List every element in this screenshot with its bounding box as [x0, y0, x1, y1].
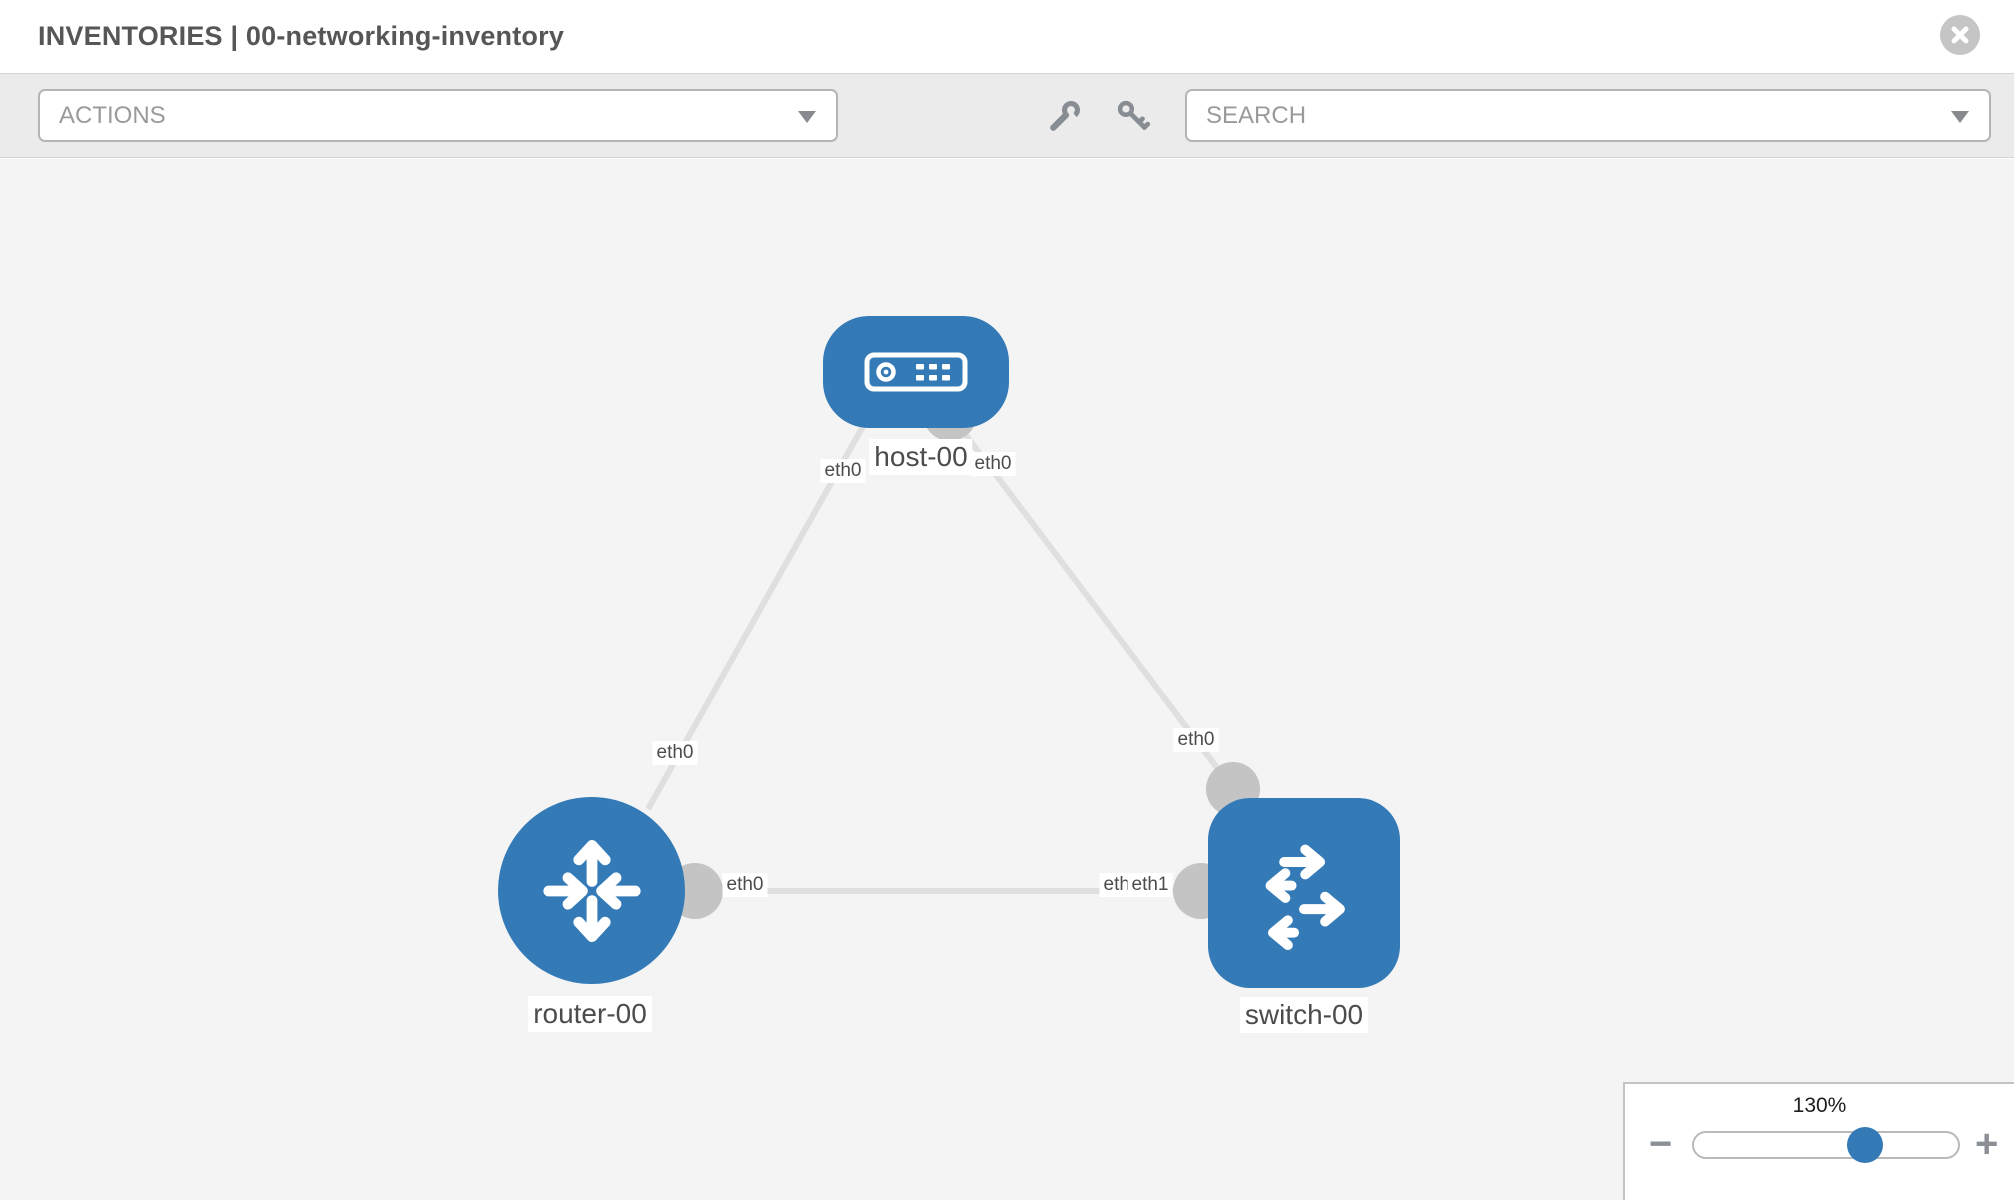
topology-canvas[interactable]: host-00 router-00 switch-00 eth0 eth0 et… [0, 159, 2014, 1200]
interface-label: eth0 [820, 459, 866, 483]
key-icon [1117, 100, 1151, 130]
key-button[interactable] [1115, 98, 1151, 134]
interface-label: eth0 [970, 452, 1016, 476]
node-switch-00[interactable] [1208, 798, 1400, 988]
chevron-down-icon [798, 110, 816, 123]
zoom-in-button[interactable]: + [1975, 1122, 1999, 1166]
close-button[interactable] [1940, 15, 1980, 55]
topology-links-layer [645, 387, 1260, 919]
node-label-host: host-00 [869, 439, 973, 475]
page-title: INVENTORIES | 00-networking-inventory [38, 21, 565, 51]
interface-label: eth0 [1173, 728, 1219, 752]
link-host-switch[interactable] [947, 412, 1236, 791]
wrench-icon [1050, 100, 1081, 131]
router-icon [542, 839, 641, 942]
node-label-router: router-00 [528, 996, 652, 1032]
header: INVENTORIES | 00-networking-inventory [0, 0, 2014, 73]
host-icon [864, 352, 968, 392]
zoom-slider-handle[interactable] [1847, 1127, 1883, 1163]
toolbar: ACTIONS SEARCH [0, 73, 2014, 158]
node-host-00[interactable] [823, 316, 1009, 428]
search-dropdown[interactable]: SEARCH [1185, 89, 1991, 142]
switch-icon [1265, 844, 1345, 951]
actions-dropdown-label: ACTIONS [59, 101, 166, 129]
wrench-button[interactable] [1047, 98, 1083, 134]
zoom-control-panel: 130% − + [1623, 1082, 2014, 1200]
zoom-out-button[interactable]: − [1649, 1122, 1673, 1166]
interface-label: eth0 [652, 741, 698, 765]
node-router-00[interactable] [498, 797, 685, 984]
interface-label: eth1 [1127, 873, 1173, 897]
search-dropdown-label: SEARCH [1206, 101, 1307, 129]
actions-dropdown[interactable]: ACTIONS [38, 89, 838, 142]
zoom-slider-track[interactable] [1692, 1127, 1960, 1163]
chevron-down-icon [1951, 110, 1969, 123]
node-label-switch: switch-00 [1239, 997, 1369, 1033]
close-icon [1951, 26, 1969, 44]
interface-label: eth0 [722, 873, 768, 897]
zoom-level-value: 130% [1792, 1094, 1847, 1117]
